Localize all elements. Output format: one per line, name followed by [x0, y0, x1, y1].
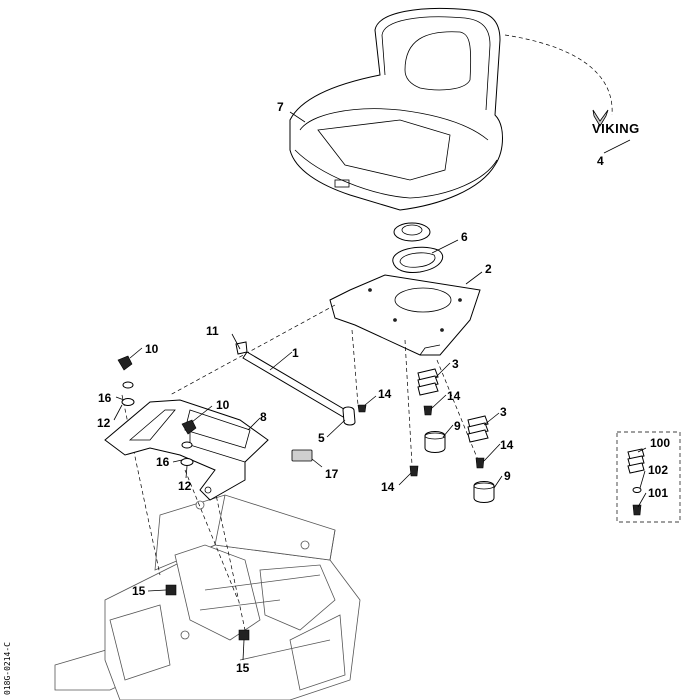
callout-10-upper: 10 [145, 342, 159, 356]
callout-leaders [113, 111, 647, 661]
callout-17: 17 [325, 467, 339, 481]
decal-plate [291, 449, 313, 462]
rubber-buffers [424, 431, 495, 503]
callout-100: 100 [650, 436, 670, 450]
callout-12-left: 12 [97, 416, 111, 430]
viking-logo: VIKING [504, 34, 640, 136]
callout-12-right: 12 [178, 479, 192, 493]
washers [121, 381, 194, 466]
callout-9-upper: 9 [454, 419, 461, 433]
bolts [357, 404, 485, 477]
callout-15-bottom: 15 [236, 661, 250, 675]
seat-mounting-plate [329, 274, 481, 356]
callout-14-lower-right: 14 [500, 438, 514, 452]
seat [289, 7, 503, 211]
spring-kit-detail-box [616, 431, 681, 523]
seat-pivot-bushing [392, 222, 443, 273]
callout-3-upper: 3 [452, 357, 459, 371]
callout-14-upper-right: 14 [447, 389, 461, 403]
callout-1: 1 [292, 346, 299, 360]
spring-upper [417, 368, 439, 396]
callout-2: 2 [485, 262, 492, 276]
callout-11: 11 [206, 324, 219, 338]
spring-lower [467, 415, 489, 443]
callout-5: 5 [318, 431, 325, 445]
callout-9-lower: 9 [504, 469, 511, 483]
callout-labels: 7 4 6 2 1 3 14 3 14 9 9 14 14 5 17 11 10… [97, 100, 670, 675]
callout-16-right: 16 [156, 455, 170, 469]
callout-15-left: 15 [132, 584, 146, 598]
adjustment-knobs [117, 355, 197, 435]
assembly-guide-lines [121, 304, 479, 631]
callout-10-lower: 10 [216, 398, 230, 412]
callout-16-left: 16 [98, 391, 112, 405]
drawing-reference-code: 018G-0214-C [3, 642, 12, 695]
callout-6: 6 [461, 230, 468, 244]
brand-text: VIKING [592, 121, 640, 136]
callout-8: 8 [260, 410, 267, 424]
callout-3-lower: 3 [500, 405, 507, 419]
mower-chassis-frame [54, 494, 361, 700]
frame-nuts [165, 584, 250, 641]
callout-14-bottom: 14 [381, 480, 395, 494]
callout-4: 4 [597, 154, 604, 168]
callout-102: 102 [648, 463, 668, 477]
callout-14-left: 14 [378, 387, 392, 401]
callout-101: 101 [648, 486, 668, 500]
callout-7: 7 [277, 100, 284, 114]
seat-hinge-bracket [104, 399, 269, 501]
